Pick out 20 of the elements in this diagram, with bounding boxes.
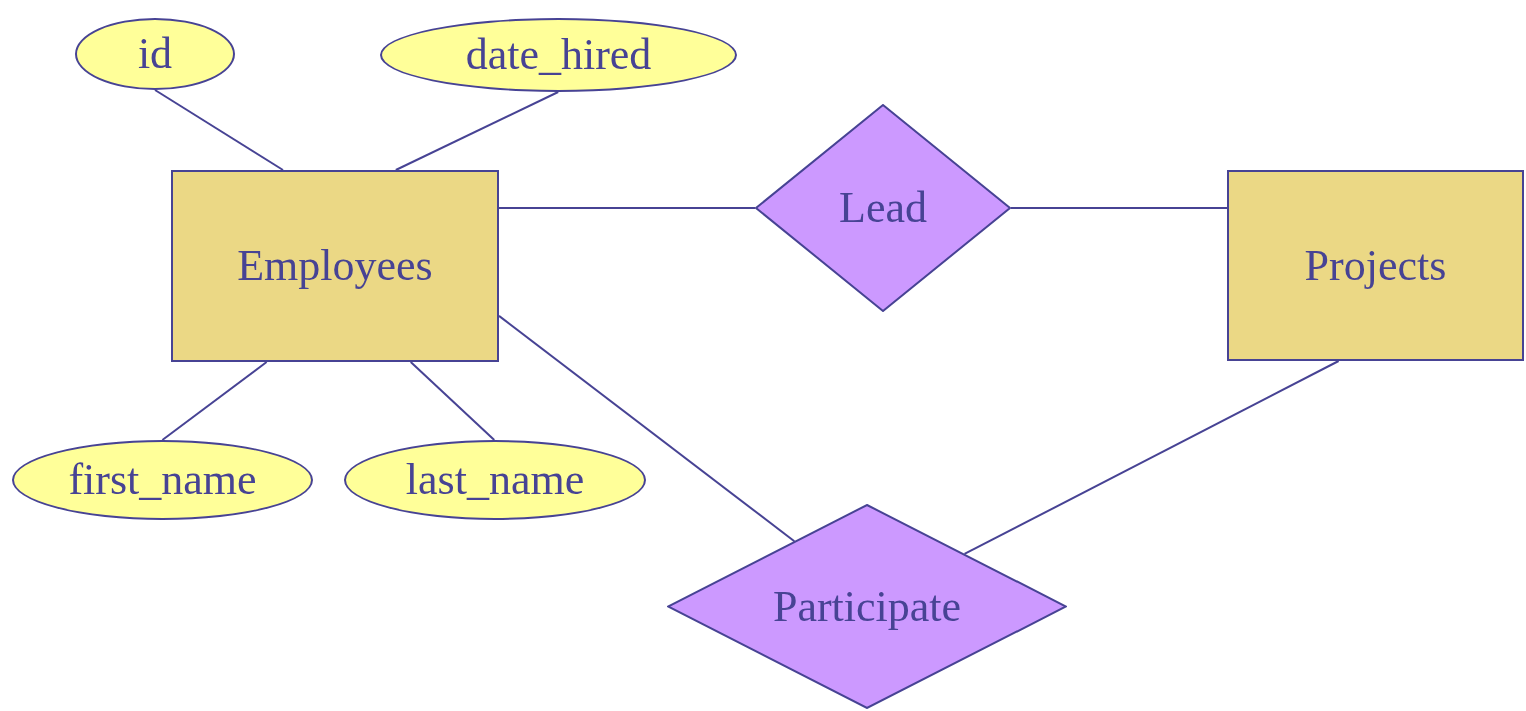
connector-line [1010,207,1228,209]
connector-line [498,314,796,543]
relationship-diamond [667,504,1067,709]
connector-line [498,207,756,209]
node-label: date_hired [465,33,652,77]
node-label: Lead [839,186,927,230]
node-label: id [137,32,173,76]
node-label: first_name [68,458,257,502]
connector-line [963,360,1340,555]
node-label: Projects [1304,243,1447,288]
node-label: last_name [405,458,585,502]
node-label: Employees [237,244,433,288]
connector-line [409,361,496,441]
connector-line [161,361,268,441]
connector-line [154,89,284,171]
entity-rectangle [1227,170,1524,361]
entity-rectangle [171,170,499,362]
connector-line [394,91,560,171]
node-label: Participate [772,584,962,629]
relationship-diamond [755,104,1011,312]
